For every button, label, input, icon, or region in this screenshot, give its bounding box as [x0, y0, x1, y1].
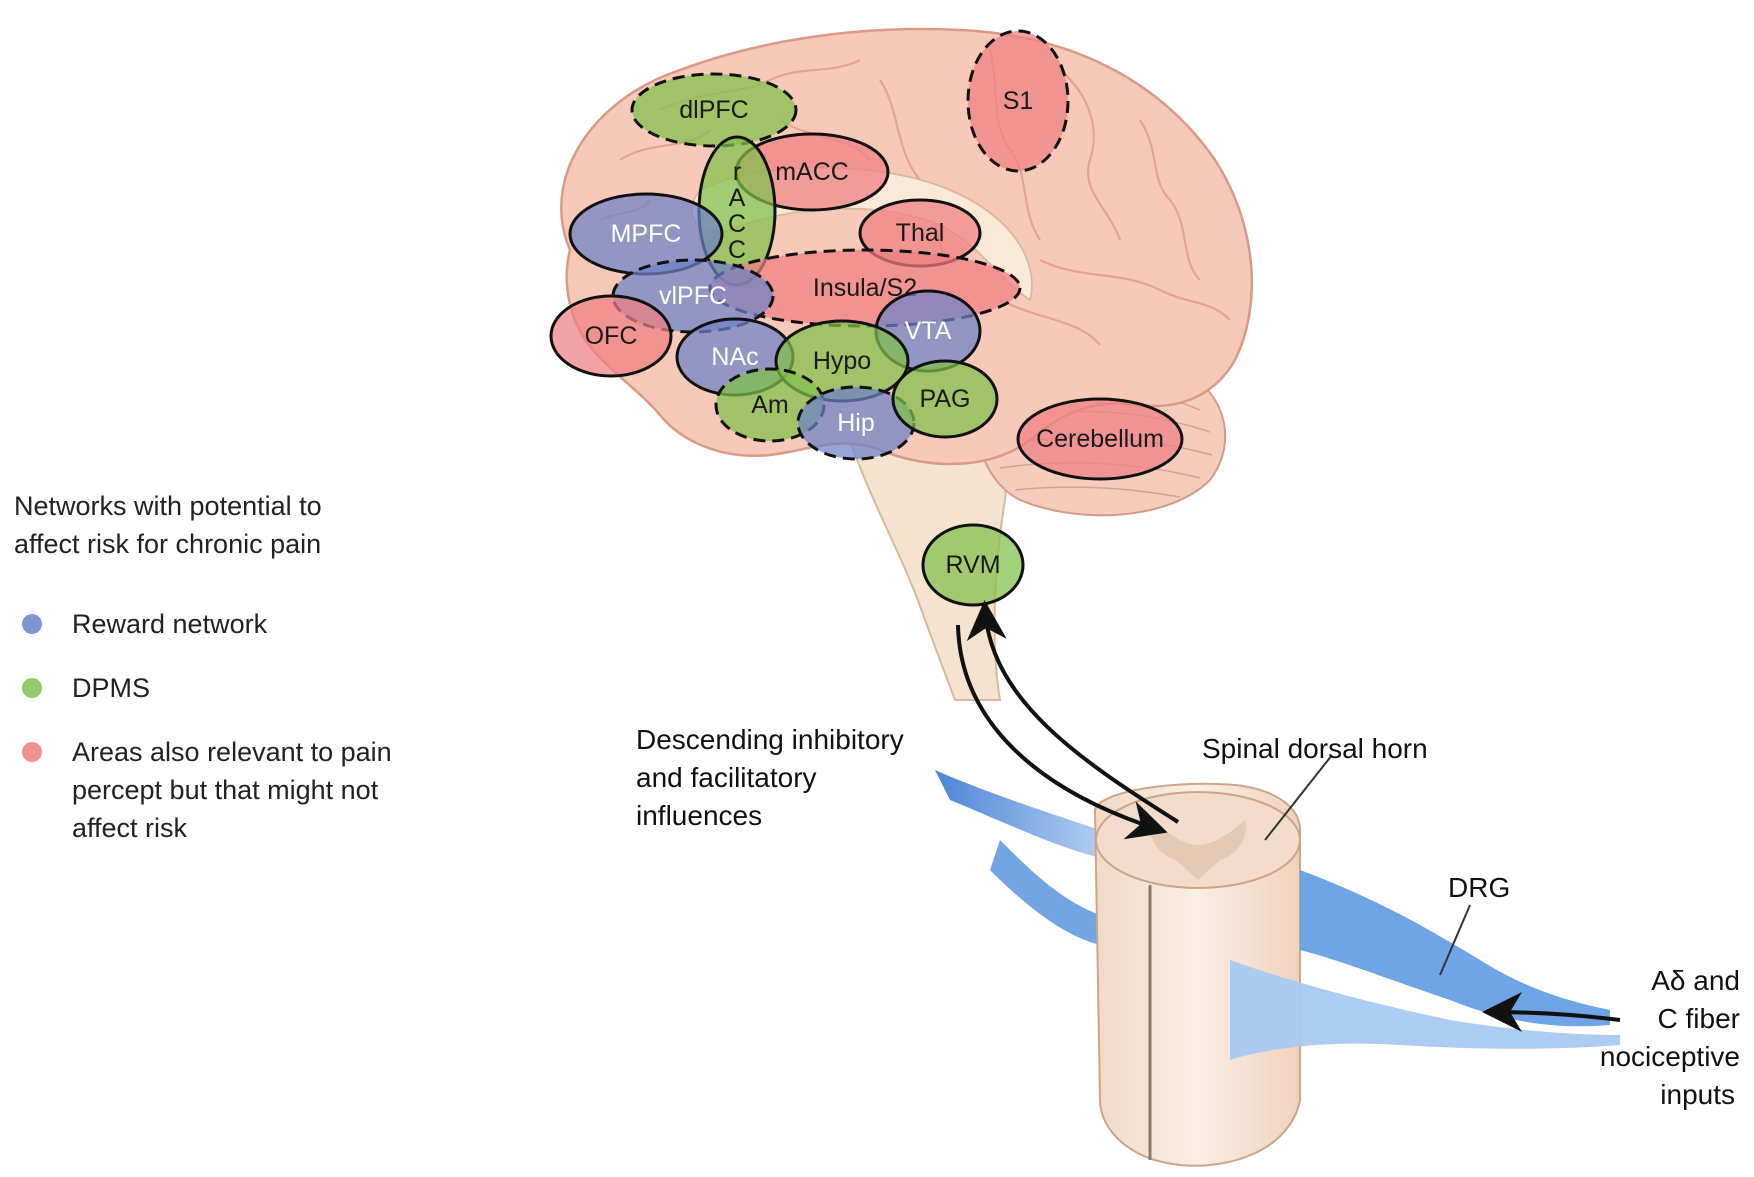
region-nac-label: NAc — [711, 343, 758, 371]
fiber-label-line4: inputs — [1660, 1079, 1735, 1110]
spinal-dorsal-horn-label: Spinal dorsal horn — [1202, 733, 1428, 764]
region-vta-label: VTA — [905, 317, 952, 345]
region-cerebellum-label: Cerebellum — [1036, 425, 1164, 453]
fiber-label-line1: Aδ and — [1651, 965, 1740, 996]
legend-swatch-dpms — [22, 678, 42, 698]
region-hypo-label: Hypo — [813, 347, 871, 375]
region-dlpfc-label: dlPFC — [679, 96, 748, 124]
region-dlpfc: dlPFC — [632, 74, 796, 146]
legend-label-dpms: DPMS — [72, 673, 150, 703]
legend-title-line1: Networks with potential to — [14, 491, 322, 521]
spinal-illustration — [935, 770, 1620, 1166]
descending-label-line1: Descending inhibitory — [636, 724, 904, 755]
legend: Networks with potential to affect risk f… — [14, 491, 392, 843]
region-s1: S1 — [968, 31, 1068, 171]
legend-swatch-other — [22, 742, 42, 762]
region-vlpfc-label: vlPFC — [659, 282, 727, 310]
region-macc-label: mACC — [775, 158, 849, 186]
legend-label-other-line1: Areas also relevant to pain — [72, 737, 392, 767]
region-rvm-label: RVM — [945, 551, 1000, 579]
region-mpfc-label: MPFC — [611, 220, 682, 248]
region-rvm: RVM — [923, 525, 1023, 605]
drg-label: DRG — [1448, 872, 1510, 903]
region-thal-label: Thal — [896, 219, 945, 247]
region-pag-label: PAG — [920, 385, 971, 413]
region-racc-label: r — [733, 158, 741, 186]
left-nerve-lower — [990, 840, 1100, 945]
legend-label-other-line2: percept but that might not — [72, 775, 379, 805]
legend-label-reward: Reward network — [72, 609, 268, 639]
region-s1-label: S1 — [1003, 87, 1034, 115]
descending-label-line3: influences — [636, 800, 762, 831]
fiber-label-line2: C fiber — [1658, 1003, 1740, 1034]
region-cerebellum: Cerebellum — [1018, 399, 1182, 479]
legend-label-other-line3: affect risk — [72, 813, 188, 843]
region-ofc: OFC — [551, 296, 671, 376]
region-racc-label: A — [729, 184, 746, 212]
region-racc-label: C — [728, 210, 746, 238]
region-hip-label: Hip — [837, 409, 875, 437]
descending-label-line2: and facilitatory — [636, 762, 817, 793]
region-racc-label: C — [728, 236, 746, 264]
region-am-label: Am — [751, 391, 789, 419]
region-pag: PAG — [893, 361, 997, 437]
legend-swatch-reward — [22, 614, 42, 634]
left-nerve-upper — [935, 770, 1110, 860]
legend-title-line2: affect risk for chronic pain — [14, 529, 321, 559]
region-ofc-label: OFC — [585, 322, 638, 350]
fiber-label-line3: nociceptive — [1600, 1041, 1740, 1072]
